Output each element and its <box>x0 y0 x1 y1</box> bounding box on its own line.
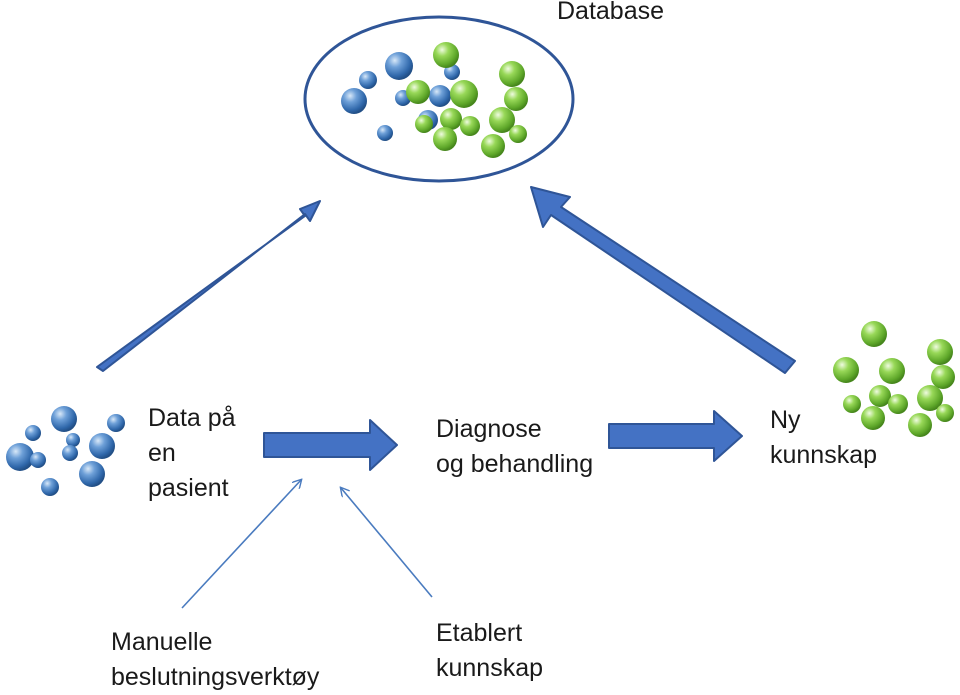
green-sphere <box>833 357 859 383</box>
green-sphere <box>406 80 430 104</box>
green-sphere <box>509 125 527 143</box>
blue-sphere <box>25 425 41 441</box>
blue-sphere <box>359 71 377 89</box>
green-sphere <box>927 339 953 365</box>
green-sphere <box>415 115 433 133</box>
established-knowledge-line-1: Etablert <box>436 619 523 647</box>
new-knowledge-line-1: Ny <box>770 406 801 434</box>
arrow-to-database-left <box>96 200 321 372</box>
arrow-manual-tools <box>181 480 301 609</box>
green-sphere <box>481 134 505 158</box>
green-sphere <box>499 61 525 87</box>
database-label-text: Database <box>557 0 665 25</box>
arrow-established-knowledge <box>341 488 433 598</box>
database-spheres <box>341 42 528 158</box>
blue-sphere <box>385 52 413 80</box>
diagnosis-line-1: Diagnose <box>436 415 542 443</box>
blue-sphere <box>62 445 78 461</box>
blue-sphere <box>51 406 77 432</box>
green-sphere <box>879 358 905 384</box>
blue-sphere <box>444 64 460 80</box>
manual-tools-line-2: beslutningsverktøy <box>111 663 320 691</box>
blue-sphere <box>79 461 105 487</box>
blue-sphere <box>41 478 59 496</box>
new-knowledge-label: Ny kunnskap <box>770 403 877 473</box>
new-knowledge-spheres <box>833 321 955 437</box>
green-sphere <box>936 404 954 422</box>
new-knowledge-line-2: kunnskap <box>770 441 878 469</box>
green-sphere <box>433 127 457 151</box>
blue-sphere <box>30 452 46 468</box>
patient-data-spheres <box>6 406 125 496</box>
green-sphere <box>917 385 943 411</box>
green-sphere <box>843 395 861 413</box>
database-label: Database <box>557 0 664 29</box>
arrow-to-database-right <box>530 186 796 374</box>
green-sphere <box>908 413 932 437</box>
green-sphere <box>888 394 908 414</box>
blue-sphere <box>66 433 80 447</box>
blue-sphere <box>107 414 125 432</box>
green-sphere <box>931 365 955 389</box>
blue-sphere <box>89 433 115 459</box>
manual-tools-label: Manuelle beslutningsverktøy <box>111 625 319 695</box>
green-sphere <box>460 116 480 136</box>
established-knowledge-label: Etablert kunnskap <box>436 616 543 686</box>
manual-tools-line-1: Manuelle <box>111 628 213 656</box>
patient-data-line-2: en <box>148 439 176 467</box>
arrow-data-to-diagnosis <box>263 419 398 471</box>
patient-data-line-1: Data på <box>148 404 236 432</box>
blue-sphere <box>341 88 367 114</box>
diagnosis-label: Diagnose og behandling <box>436 412 593 482</box>
green-sphere <box>489 107 515 133</box>
green-sphere <box>504 87 528 111</box>
arrow-diagnosis-to-knowledge <box>608 410 743 462</box>
green-sphere <box>861 321 887 347</box>
blue-sphere <box>377 125 393 141</box>
green-sphere <box>861 406 885 430</box>
diagnosis-line-2: og behandling <box>436 450 594 478</box>
blue-sphere <box>429 85 451 107</box>
patient-data-line-3: pasient <box>148 474 229 502</box>
green-sphere <box>450 80 478 108</box>
green-sphere <box>869 385 891 407</box>
green-sphere <box>433 42 459 68</box>
green-sphere <box>440 108 462 130</box>
blue-sphere <box>6 443 34 471</box>
established-knowledge-line-2: kunnskap <box>436 654 544 682</box>
patient-data-label: Data på en pasient <box>148 401 236 506</box>
